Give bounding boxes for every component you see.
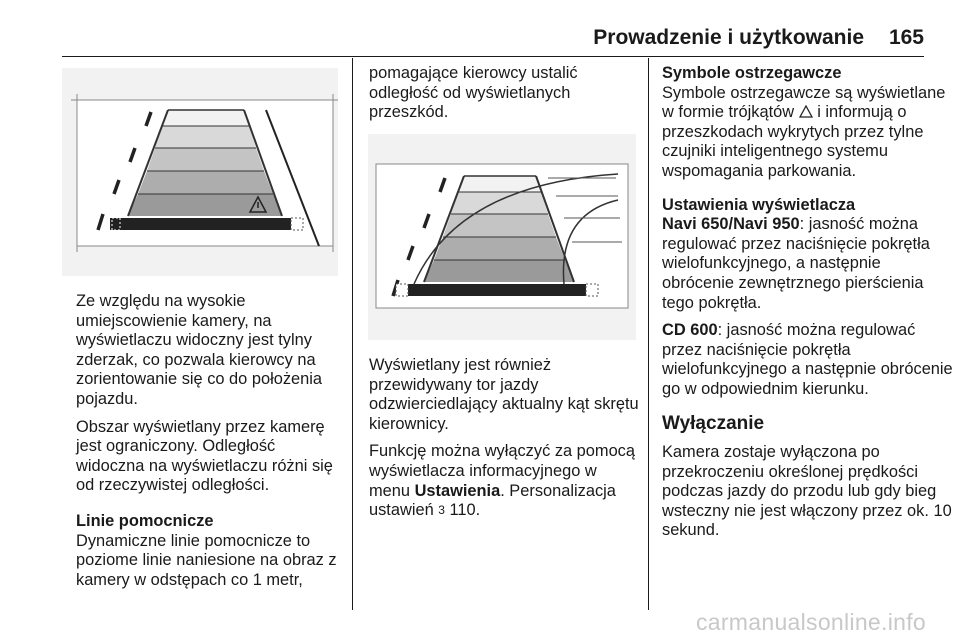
right-paragraph-1-text-2: i informują o przeszkodach wykrytych prz… — [662, 103, 924, 180]
header-rule — [62, 56, 924, 57]
left-paragraph-3: Dynamiczne linie pomocnicze to poziome l… — [76, 531, 337, 589]
right-column-text: Symbole ostrzegawcze Symbole ostrzegawcz… — [662, 64, 956, 549]
middle-paragraph-3-text-2: . Personalizacja ustawień — [369, 481, 616, 520]
section-title: Prowadzenie i użytkowanie — [593, 26, 864, 49]
middle-paragraph-1: pomagające kierowcy ustalić odległość od… — [369, 64, 578, 122]
right-paragraph-4: Kamera zostaje wyłączona po przekroczeni… — [662, 443, 952, 540]
right-paragraph-3-text: : jasność można regulować przez naciśnię… — [662, 321, 953, 398]
camera-display-figure — [62, 68, 338, 276]
column-divider-1 — [352, 58, 353, 610]
middle-column-top: pomagające kierowcy ustalić odległość od… — [369, 64, 639, 131]
switch-off-heading: Wyłączanie — [662, 412, 765, 434]
navi-model-label: Navi 650/Navi 950 — [662, 215, 800, 234]
middle-paragraph-3-text: Funkcję można wyłączyć za pomocą wyświet… — [369, 442, 635, 500]
watermark: carmanualsonline.info — [695, 609, 926, 635]
right-paragraph-1: Symbole ostrzegawcze są wyświetlane w fo… — [662, 84, 956, 182]
display-settings-heading: Ustawienia wyświetlacza — [662, 195, 856, 214]
right-paragraph-2: Navi 650/Navi 950: jasność można regulow… — [662, 215, 956, 313]
left-column-text: Ze względu na wysokie umiejscowienie kam… — [76, 292, 346, 598]
middle-paragraph-3: Funkcję można wyłączyć za pomocą wyświet… — [369, 442, 641, 520]
page-reference-number: 110. — [444, 501, 481, 520]
warning-triangle-icon — [798, 104, 813, 118]
settings-menu-label: Ustawienia — [414, 481, 501, 500]
warning-symbols-heading: Symbole ostrzegawcze — [662, 64, 842, 82]
left-paragraph-2: Obszar wyświetlany przez kamerę jest ogr… — [76, 417, 333, 495]
right-paragraph-1-text: Symbole ostrzegawcze są wyświetlane w fo… — [662, 83, 946, 122]
middle-paragraph-2: Wyświetlany jest również przewidywany to… — [369, 356, 639, 433]
predicted-path-illustration — [375, 163, 629, 309]
warning-triangle-icon — [248, 195, 268, 213]
page-reference-arrow-icon: 3 — [438, 503, 445, 518]
camera-display-illustration — [71, 94, 338, 252]
cd-model-label: CD 600 — [662, 321, 718, 340]
column-divider-2 — [648, 58, 649, 610]
right-paragraph-3: CD 600: jasność można regulować przez na… — [662, 321, 956, 399]
middle-column-bottom: Wyświetlany jest również przewidywany to… — [369, 356, 641, 529]
left-paragraph-1: Ze względu na wysokie umiejscowienie kam… — [76, 292, 323, 408]
right-paragraph-2-text: : jasność można regulować przez naciśnię… — [662, 215, 930, 312]
page-header: Prowadzenie i użytkowanie 165 — [0, 0, 960, 58]
page-number: 165 — [888, 26, 924, 49]
predicted-path-figure — [368, 134, 636, 340]
guide-lines-heading: Linie pomocnicze — [76, 511, 214, 530]
